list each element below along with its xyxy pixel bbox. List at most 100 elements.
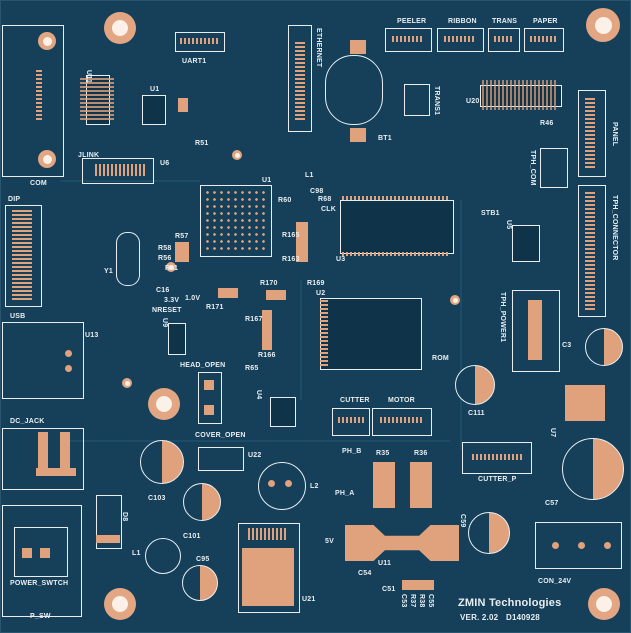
pad	[578, 542, 585, 549]
inductor-l1	[145, 538, 181, 574]
resistor-pads	[175, 242, 189, 262]
com-pins	[36, 70, 42, 120]
via-hole	[122, 378, 132, 388]
label-r56: R56	[158, 255, 172, 262]
label-ph-b: PH_B	[342, 448, 362, 455]
label-trans1: TRANS1	[433, 86, 440, 116]
label-c57: C57	[545, 500, 559, 507]
label-u5: U5	[505, 220, 512, 230]
ic-u21-pad	[242, 548, 294, 606]
label-cutter-p: CUTTER_P	[478, 476, 517, 483]
via-hole	[232, 150, 242, 160]
con-24v-connector	[535, 522, 622, 569]
label-jlink: JLINK	[78, 152, 100, 159]
label-r57: R57	[175, 233, 189, 240]
label-l2: L2	[310, 483, 319, 490]
diode-band	[96, 535, 120, 543]
label-r171: R171	[206, 304, 224, 311]
label-3v3: 3.3V	[164, 297, 180, 304]
motor-pins	[380, 417, 422, 423]
label-trans: TRANS	[492, 18, 518, 25]
resistor-r36	[410, 462, 432, 508]
capacitor-c95	[182, 565, 218, 601]
tph-connector	[578, 185, 606, 317]
label-tph-connector: TPH_CONNECTOR	[611, 195, 618, 261]
trace	[60, 180, 200, 182]
bga-balls	[204, 189, 267, 252]
resistor-array	[218, 288, 238, 298]
trans-pins	[494, 36, 514, 42]
dc-jack-pad	[36, 468, 76, 476]
cutter-p-pins	[472, 454, 522, 460]
motor-connector	[372, 408, 432, 436]
panel-connector	[578, 90, 606, 177]
ribbon-pins	[444, 36, 476, 42]
label-c55: C55	[427, 594, 434, 608]
ic-u1-small	[142, 95, 166, 125]
com-connector	[2, 25, 64, 177]
label-r170: R170	[260, 280, 278, 287]
label-d8: D8	[121, 512, 128, 522]
ic-pins	[342, 196, 450, 200]
power-switch-outline	[2, 505, 82, 617]
label-panel: PANEL	[611, 122, 618, 147]
pad	[178, 98, 188, 112]
label-ethernet: ETHERNET	[315, 28, 322, 68]
label-motor: MOTOR	[388, 397, 415, 404]
ethernet-pins	[295, 40, 305, 120]
label-dip: DIP	[8, 196, 21, 203]
ic-u2	[320, 298, 422, 370]
label-u6: U6	[160, 160, 170, 167]
mounting-hole	[104, 588, 136, 620]
label-c16: C16	[156, 287, 170, 294]
tph-power-connector	[512, 290, 560, 372]
trace	[300, 280, 302, 400]
label-u20: U20	[466, 98, 480, 105]
cutter-pins	[338, 417, 364, 423]
label-u2: U2	[316, 290, 326, 297]
label-y1: Y1	[104, 268, 113, 275]
label-c59: C59	[459, 514, 466, 528]
label-c3: C3	[562, 342, 572, 349]
ic-u4	[270, 397, 296, 427]
label-u13: U13	[85, 332, 99, 339]
peeler-pins	[392, 36, 424, 42]
label-head-open: HEAD_OPEN	[180, 362, 226, 369]
tph-connector-pins	[585, 190, 595, 310]
label-u9: U9	[161, 318, 168, 328]
label-stb1: STB1	[481, 210, 500, 217]
label-uart1: UART1	[182, 58, 207, 65]
switch-pad	[40, 548, 50, 558]
label-nreset: NRESET	[152, 307, 182, 314]
capacitor-c57	[562, 438, 624, 500]
cutter-connector	[332, 408, 370, 436]
label-c51: C51	[382, 586, 396, 593]
capacitor-c3	[585, 328, 623, 366]
ic-pins	[342, 252, 450, 256]
label-cutter: CUTTER	[340, 397, 370, 404]
label-ribbon: RIBBON	[448, 18, 477, 25]
mounting-hole	[38, 32, 56, 50]
label-paper: PAPER	[533, 18, 558, 25]
dip-switch	[5, 205, 42, 307]
label-c101: C101	[183, 533, 201, 540]
label-u21: U21	[302, 596, 316, 603]
mounting-hole	[586, 8, 620, 42]
capacitor-c59	[468, 512, 510, 554]
dc-jack	[2, 428, 84, 490]
capacitor-c101	[183, 483, 221, 521]
via-hole	[450, 295, 460, 305]
label-l1-top: L1	[305, 172, 314, 179]
label-r165: R165	[282, 232, 300, 239]
label-r36: R36	[414, 450, 428, 457]
label-u3: U3	[336, 256, 346, 263]
panel-pins	[585, 98, 595, 168]
switch-pad	[22, 548, 32, 558]
pad	[65, 350, 72, 357]
label-u4: U4	[255, 390, 262, 400]
bga-u1	[200, 185, 272, 257]
label-r46: R46	[540, 120, 554, 127]
mounting-hole	[588, 588, 620, 620]
version-label: VER. 2.02	[460, 613, 499, 622]
